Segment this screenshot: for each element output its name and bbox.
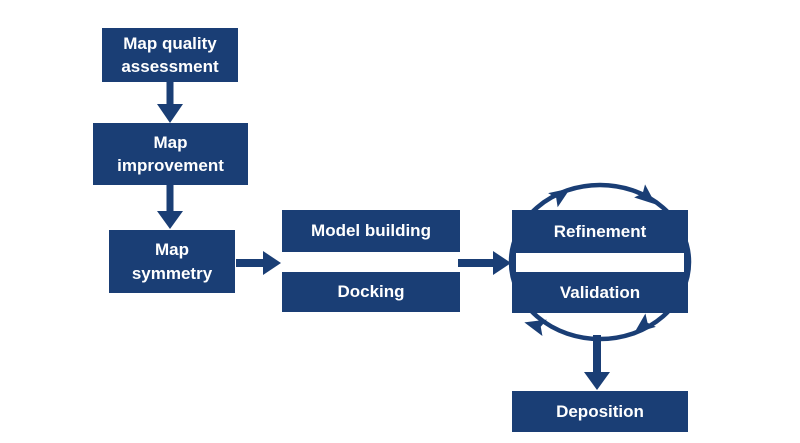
node-deposition: Deposition	[512, 391, 688, 432]
node-model-building: Model building	[282, 210, 460, 252]
node-validation: Validation	[512, 272, 688, 313]
node-label: Validation	[559, 282, 641, 302]
arrow-symmetry-to-modeling	[236, 251, 281, 275]
node-map-improvement: Map improvement	[93, 123, 248, 185]
cycle-arrowhead-bottom-right	[634, 313, 656, 334]
cycle-arrowhead-top-left	[548, 188, 571, 208]
node-label: Model building	[311, 221, 431, 241]
node-refinement-validation-block: Refinement Validation	[512, 210, 688, 313]
node-docking: Docking	[282, 272, 460, 312]
cycle-arrowhead-top-right	[634, 184, 656, 205]
arrow-cycle-to-deposition	[584, 335, 610, 390]
node-map-quality-assessment: Map quality assessment	[102, 28, 238, 82]
node-map-symmetry: Map symmetry	[109, 230, 235, 293]
node-label: Refinement	[553, 221, 647, 241]
arrow-quality-to-improvement	[157, 82, 183, 123]
node-label: Map quality assessment	[121, 33, 219, 76]
node-label: Map improvement	[117, 132, 224, 175]
node-label: Docking	[337, 282, 405, 302]
node-refinement: Refinement	[512, 210, 688, 253]
node-label: Map symmetry	[131, 240, 213, 283]
node-label: Deposition	[556, 401, 644, 421]
refinement-validation-divider	[516, 253, 684, 272]
cycle-arrowhead-bottom-left	[524, 319, 547, 337]
arrow-modeling-to-refinement	[458, 251, 511, 275]
arrow-improvement-to-symmetry	[157, 185, 183, 229]
